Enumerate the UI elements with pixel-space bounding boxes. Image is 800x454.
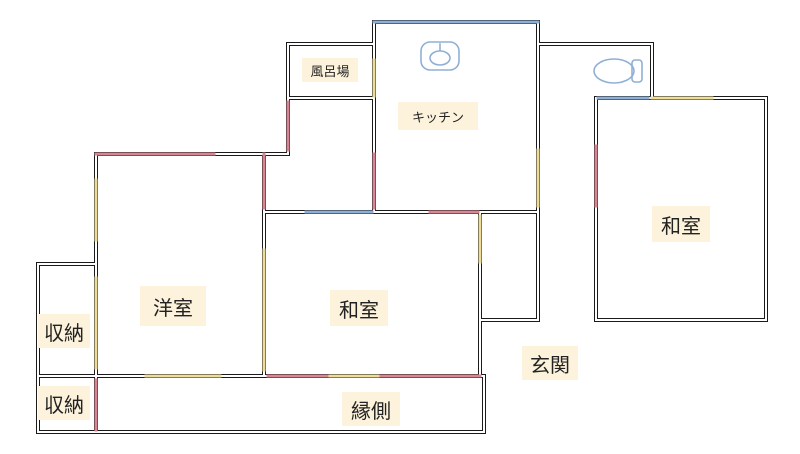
room-label-kitchen: キッチン (398, 102, 478, 130)
doors (94, 100, 598, 432)
room-label-washitsu-right: 和室 (652, 206, 710, 242)
room-label-storage-upper: 収納 (38, 314, 90, 348)
room-label-genkan: 玄関 (522, 346, 578, 380)
room-label-storage-lower: 収納 (38, 386, 90, 420)
windows-blue (304, 20, 650, 214)
sink-icon (420, 41, 460, 71)
room-label-washitsu-center: 和室 (330, 290, 388, 326)
room-label-engawa: 縁側 (342, 392, 400, 426)
toilet-icon (593, 58, 643, 84)
windows-yellow (94, 58, 714, 378)
room-label-bath: 風呂場 (302, 58, 358, 82)
room-label-yoshitsu: 洋室 (140, 286, 206, 326)
